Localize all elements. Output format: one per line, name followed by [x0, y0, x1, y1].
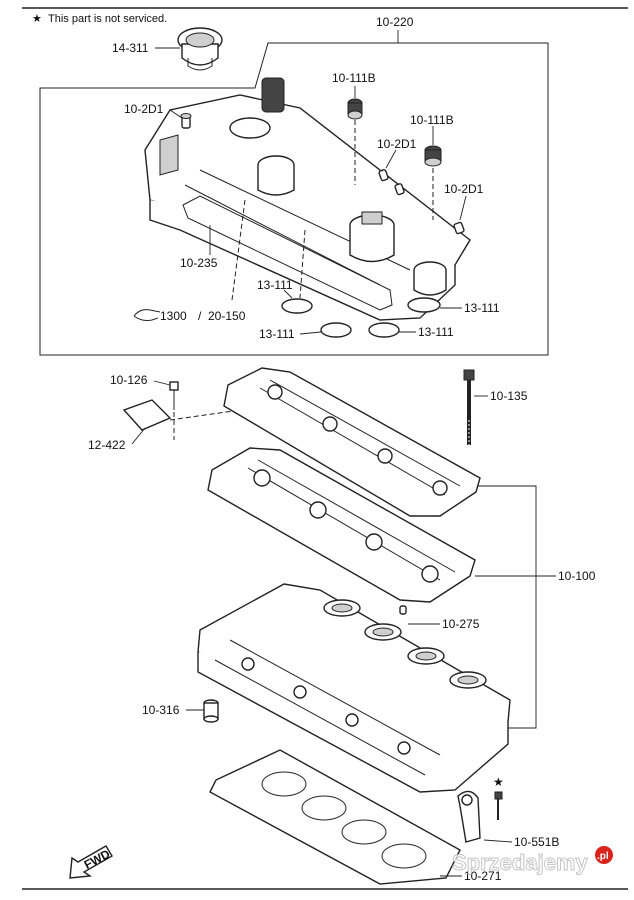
label-plate: 12-422 [88, 438, 126, 452]
leader-breather-left [169, 109, 183, 119]
fwd-arrow-icon [69, 845, 113, 879]
plug-seal-b-part [407, 297, 441, 313]
label-bolt-left: 10-126 [110, 373, 148, 387]
label-ref-b: 20-150 [208, 309, 246, 323]
oil-cap-part [177, 27, 223, 71]
leader-bolt-left [153, 380, 171, 386]
leader-plate [131, 427, 146, 445]
cam-lower-part [207, 447, 476, 603]
head-bolt-part [463, 369, 475, 445]
label-oil-cap: 14-311 [112, 41, 149, 55]
dowel-part [399, 605, 407, 615]
leader-head-assembly [478, 485, 537, 729]
dash-plate-link [169, 409, 241, 421]
label-plug-seal-d: 13-111 [418, 325, 454, 339]
label-head-gasket: 10-271 [464, 869, 502, 883]
watermark-text: Sprzedajemy [452, 850, 588, 875]
seal-b-part [424, 145, 442, 167]
plug-seal-c-part [320, 322, 352, 338]
label-head-bolt: 10-135 [490, 389, 528, 403]
leader-bracket [483, 839, 513, 843]
label-plug-seal-b: 13-111 [464, 301, 500, 315]
leader-grommet-mid [385, 149, 397, 169]
cylinder-head-part [197, 583, 511, 793]
watermark-suffix: .pl [597, 851, 609, 862]
leader-plug-seal-a [283, 289, 293, 299]
label-head-assembly: 10-100 [558, 569, 596, 583]
label-grommet-mid: 10-2D1 [377, 137, 417, 151]
label-seal-b: 10-111B [410, 113, 454, 127]
plug-seal-d-part [368, 322, 400, 338]
label-ref-sep: / [198, 309, 202, 323]
label-seal-a: 10-111B [332, 71, 376, 85]
seal-a-part [347, 98, 363, 120]
label-dowel: 10-275 [442, 617, 480, 631]
ref-hand-icon [133, 309, 161, 321]
bracket-star: ★ [493, 775, 504, 789]
label-ref-a: 1300 [160, 309, 187, 323]
bracket-part [457, 790, 503, 843]
label-plug-seal-c: 13-111 [259, 327, 295, 341]
grommet-right-part [453, 221, 465, 235]
label-cover-assembly: 10-220 [376, 15, 414, 29]
plate-part [122, 399, 172, 431]
leader-grommet-right [459, 195, 467, 221]
label-gasket-cover: 10-235 [180, 256, 218, 270]
label-bracket: 10-551B [514, 835, 559, 849]
grommet-mid-part [378, 169, 405, 196]
sleeve-part [203, 699, 219, 723]
cover-gasket-part [182, 195, 393, 311]
cover-box-frame [39, 42, 549, 356]
note-star: ★ [32, 13, 42, 25]
watermark-dot [595, 846, 613, 864]
dash-plug-link-2 [299, 229, 306, 299]
breather-left-part [180, 113, 192, 129]
plug-seal-a-part [281, 298, 313, 314]
head-gasket-part [209, 749, 461, 885]
label-sleeve: 10-316 [142, 703, 180, 717]
cam-carrier-part [223, 367, 481, 517]
leader-plug-seal-c [299, 331, 322, 335]
label-plug-seal-a: 13-111 [257, 278, 293, 292]
valve-cover-part [144, 77, 471, 321]
dash-plug-link [231, 199, 246, 301]
bolt-left-part [169, 381, 179, 410]
label-breather-left: 10-2D1 [124, 102, 164, 116]
label-grommet-right: 10-2D1 [444, 182, 484, 196]
note-text: This part is not serviced. [48, 13, 167, 25]
